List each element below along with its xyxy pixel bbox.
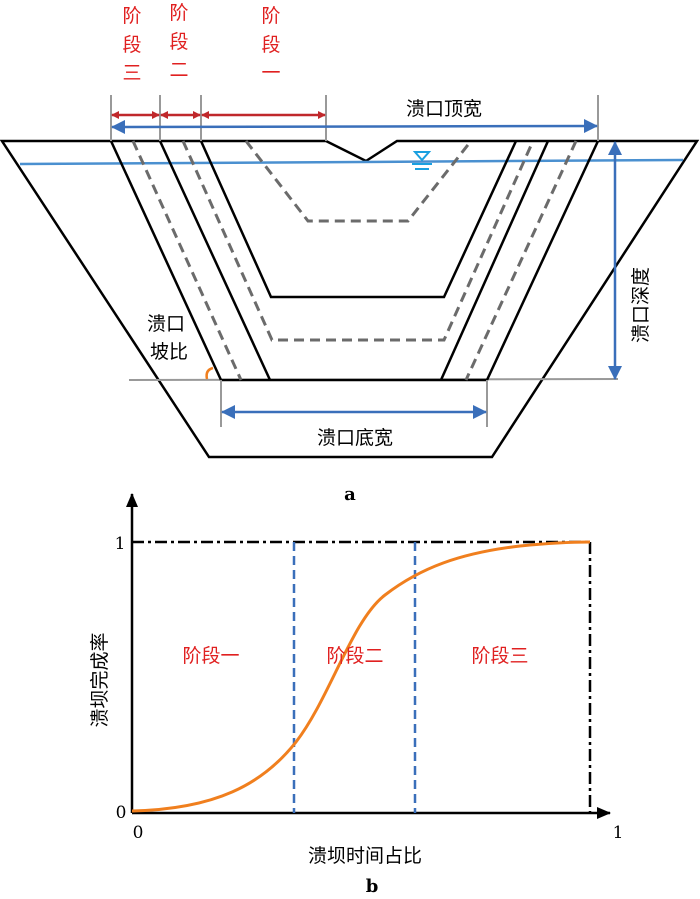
- stage1-char: 段: [261, 34, 280, 56]
- stage1-char: 阶: [261, 5, 280, 27]
- stage-1-label: 阶段一: [182, 645, 239, 667]
- x-tick-1: 1: [613, 823, 624, 843]
- panel-label-b: b: [366, 876, 379, 897]
- slope-label-line2: 坡比: [150, 341, 188, 363]
- stage-2-label: 阶段二: [326, 645, 383, 667]
- stage2-char: 段: [169, 31, 188, 53]
- y-tick-0: 0: [116, 803, 127, 823]
- breach-outlines: [109, 140, 600, 382]
- water-level-line: [19, 158, 684, 166]
- chart-b: 1 0 0 1 溃坝时间占比 溃坝完成率 阶段一 阶段二 阶段三 b: [89, 493, 624, 897]
- stage2-char: 阶: [169, 2, 188, 24]
- top-width-arrow: [111, 119, 598, 134]
- stage-labels-a: 阶 段 三 阶 段 二 阶 段 一: [122, 2, 280, 84]
- x-axis-label: 溃坝时间占比: [308, 845, 422, 867]
- y-axis-label: 溃坝完成率: [89, 632, 111, 727]
- panel-label-a: a: [344, 484, 356, 505]
- stage3-char: 三: [122, 62, 141, 84]
- completion-curve: [131, 540, 591, 813]
- intermediate-dashed-outlines: [131, 140, 578, 381]
- bottom-width-label: 溃口底宽: [317, 427, 393, 449]
- stage-3-label: 阶段三: [471, 645, 528, 667]
- stage2-char: 二: [169, 59, 188, 81]
- x-tick-0: 0: [133, 823, 144, 843]
- depth-label: 溃口深度: [630, 267, 652, 343]
- stage1-char: 一: [261, 62, 280, 84]
- top-width-label: 溃口顶宽: [406, 98, 482, 120]
- dam-section: [0, 95, 700, 459]
- stage3-char: 段: [122, 34, 141, 56]
- slope-angle-mark: [205, 366, 214, 380]
- water-symbol-icon: [412, 151, 432, 170]
- slope-label-line1: 溃口: [147, 313, 185, 335]
- stage3-char: 阶: [122, 5, 141, 27]
- y-tick-1: 1: [115, 534, 126, 554]
- dam-outline: [0, 139, 700, 459]
